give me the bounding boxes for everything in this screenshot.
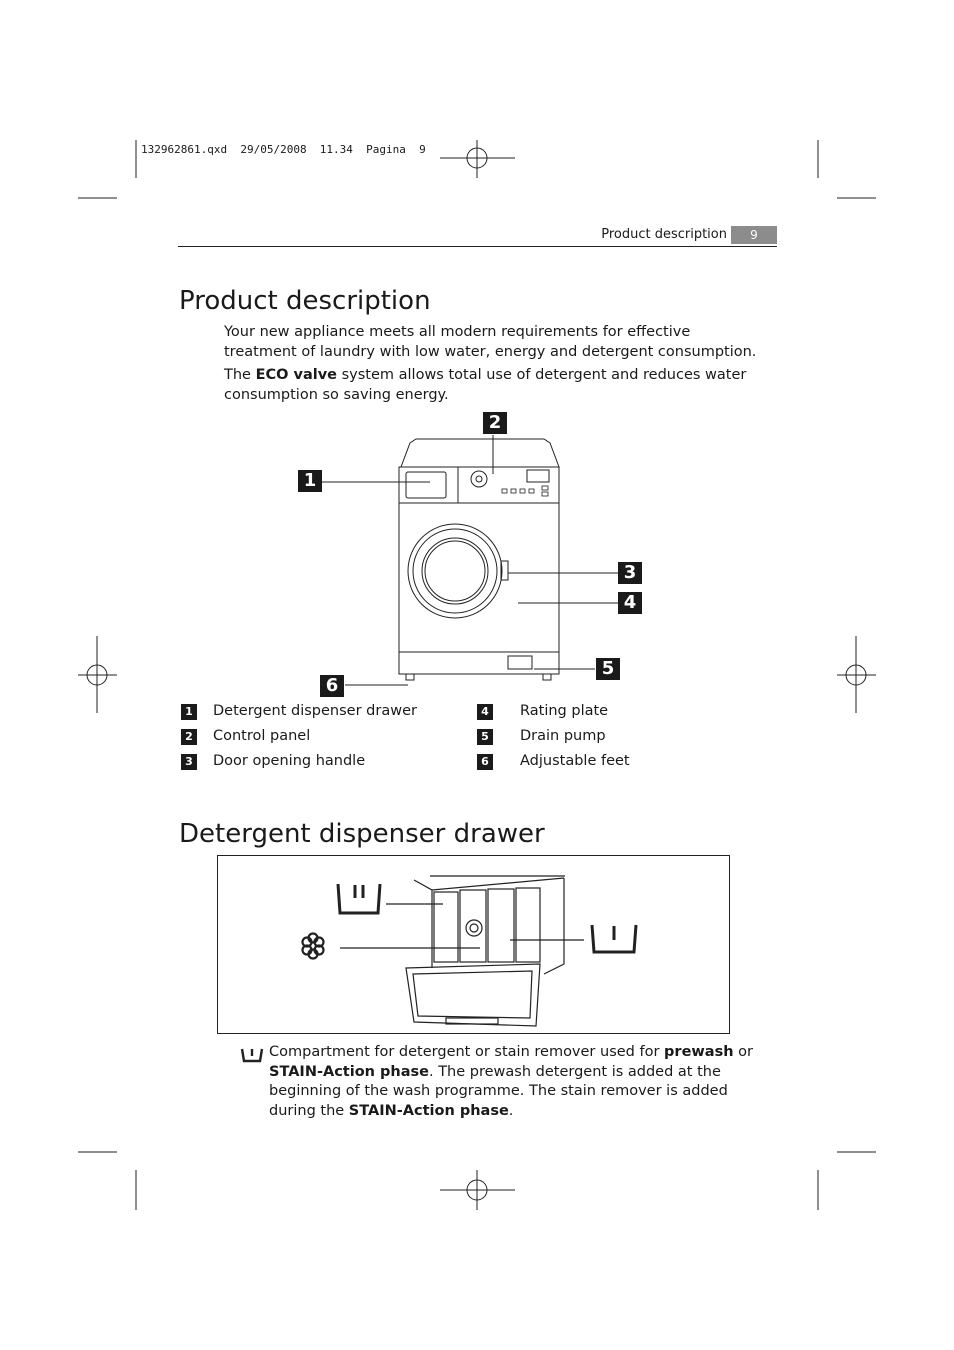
door-ring	[407, 523, 503, 619]
legend-number: 6	[477, 754, 493, 770]
legend-item: 5 Drain pump	[477, 728, 606, 745]
callout-4: 4	[618, 592, 642, 614]
eco-valve-paragraph: The ECO valve system allows total use of…	[224, 366, 764, 405]
prewash-compartment-icon	[336, 883, 382, 915]
note-text-1: Compartment for detergent or stain remov…	[269, 1044, 665, 1060]
legend-item: 2 Control panel	[181, 728, 310, 745]
legend-number: 5	[477, 729, 493, 745]
dispenser-figure-frame	[217, 855, 730, 1034]
page-number: 9	[731, 226, 777, 244]
prewash-note: Compartment for detergent or stain remov…	[269, 1043, 764, 1121]
display-window	[526, 469, 550, 483]
legend-label: Detergent dispenser drawer	[213, 703, 417, 719]
legend-number: 2	[181, 729, 197, 745]
intro-paragraph: Your new appliance meets all modern requ…	[224, 324, 757, 360]
callout-5: 5	[596, 658, 620, 680]
running-header-title: Product description	[601, 227, 727, 242]
machine-top	[400, 438, 560, 468]
plinth	[398, 651, 560, 675]
eco-valve-term: ECO valve	[255, 367, 337, 383]
legend-label: Door opening handle	[213, 753, 366, 769]
legend-item: 3 Door opening handle	[181, 753, 365, 770]
legend-label: Control panel	[213, 728, 311, 744]
note-text-4: .	[508, 1102, 514, 1119]
door-handle	[500, 560, 509, 581]
note-text-2: or	[733, 1044, 753, 1060]
callout-6: 6	[320, 675, 344, 697]
legend-number: 1	[181, 704, 197, 720]
drain-pump-cover	[507, 655, 533, 670]
legend-number: 3	[181, 754, 197, 770]
legend-number: 4	[477, 704, 493, 720]
drawer-front-panel	[405, 963, 541, 1027]
eco-text-post: system allows total use of detergent and…	[224, 367, 747, 403]
washing-machine-diagram	[322, 435, 622, 686]
legend-label: Adjustable feet	[520, 753, 630, 769]
eco-text-pre: The	[224, 367, 256, 383]
header-rule	[178, 246, 777, 247]
programme-knob	[470, 470, 488, 488]
door-glass	[421, 537, 489, 605]
foot-right	[542, 673, 552, 681]
softener-flower-icon	[301, 932, 325, 960]
legend-label: Drain pump	[520, 728, 606, 744]
callout-1: 1	[298, 470, 322, 492]
print-slug: 132962861.qxd 29/05/2008 11.34 Pagina 9	[141, 143, 426, 156]
drawer-front	[405, 471, 447, 499]
callout-2: 2	[483, 412, 507, 434]
legend-label: Rating plate	[520, 703, 609, 719]
foot-left	[405, 673, 415, 681]
note-text-3: . The prewash detergent is added at the …	[269, 1063, 728, 1119]
dispenser-heading: Detergent dispenser drawer	[179, 819, 545, 849]
dispenser-drawer-diagram	[301, 875, 638, 1027]
note-term-stain-action-phase: STAIN-Action phase	[348, 1102, 509, 1119]
note-term-prewash: prewash	[664, 1044, 734, 1060]
legend-item: 6 Adjustable feet	[477, 753, 630, 770]
product-description-heading: Product description	[179, 286, 431, 316]
legend-item: 1 Detergent dispenser drawer	[181, 703, 417, 720]
note-term-stain-action: STAIN-Action phase	[269, 1063, 429, 1080]
legend-item: 4 Rating plate	[477, 703, 608, 720]
main-wash-compartment-icon	[590, 924, 638, 954]
prewash-note-icon	[240, 1048, 264, 1063]
callout-3: 3	[618, 562, 642, 584]
